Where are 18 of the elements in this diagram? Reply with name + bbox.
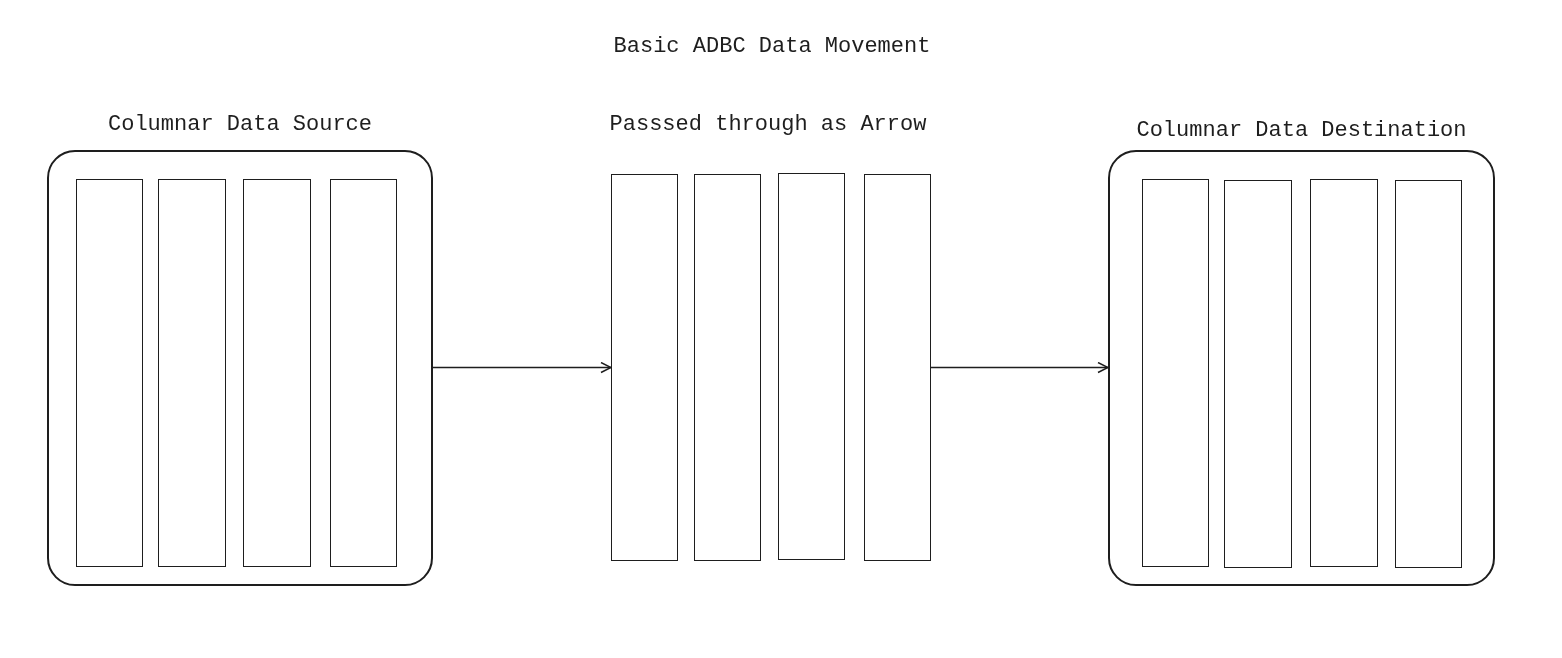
- column-bar: [76, 179, 143, 567]
- caption-text: Passsed through as Arrow: [588, 112, 948, 142]
- column-bar: [694, 174, 761, 561]
- column-bar: [611, 174, 678, 561]
- column-bar: [1224, 180, 1292, 568]
- arrow: [432, 361, 612, 374]
- diagram-title: Basic ADBC Data Movement: [612, 34, 932, 59]
- column-bar: [864, 174, 931, 561]
- column-bar: [243, 179, 311, 567]
- column-bar: [1395, 180, 1462, 568]
- column-bar: [1310, 179, 1378, 567]
- heading-text: Columnar Data Source: [108, 112, 372, 137]
- arrow: [930, 361, 1109, 374]
- heading-text: Columnar Data Destination: [1136, 118, 1467, 143]
- column-bar: [330, 179, 397, 567]
- column-bar: [158, 179, 226, 567]
- column-bar: [1142, 179, 1209, 567]
- column-bar: [778, 173, 845, 560]
